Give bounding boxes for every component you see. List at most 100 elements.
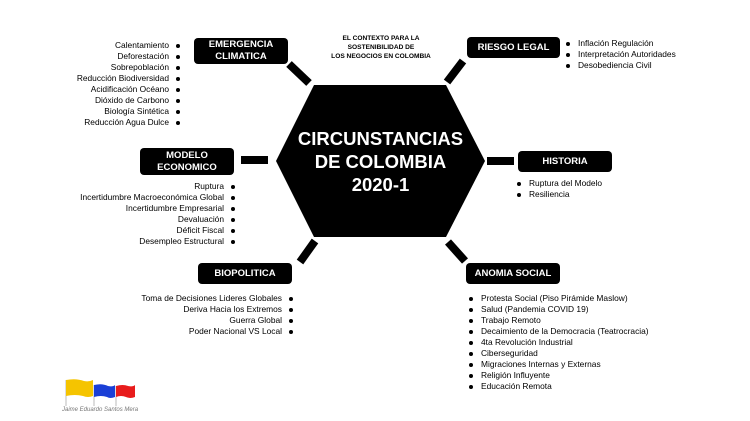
connector-riesgo (443, 58, 467, 85)
bullet-icon (176, 76, 180, 81)
modelo-list: Ruptura Incertidumbre Macroeconómica Glo… (80, 181, 235, 247)
node-biopolitica: BIOPOLITICA (198, 263, 292, 284)
node-title-line: ECONOMICO (157, 161, 217, 173)
list-item: Educación Remota (469, 381, 649, 392)
connector-biopolitica (296, 238, 319, 265)
list-item: Acidificación Océano (77, 84, 180, 95)
bullet-icon (176, 98, 180, 103)
list-item: Calentamiento (77, 40, 180, 51)
node-riesgo-legal: RIESGO LEGAL (467, 37, 560, 58)
center-title: CIRCUNSTANCIAS DE COLOMBIA 2020-1 (276, 85, 485, 237)
list-item: Déficit Fiscal (80, 225, 235, 236)
connector-emergencia (286, 61, 312, 86)
bullet-icon (176, 54, 180, 59)
node-historia: HISTORIA (518, 151, 612, 172)
flags-logo-icon (65, 379, 135, 406)
bullet-icon (469, 384, 473, 389)
connector-anomia (445, 239, 468, 264)
riesgo-list: Inflación Regulación Interpretación Auto… (566, 38, 676, 71)
center-title-line: DE COLOMBIA (314, 150, 447, 172)
node-title-line: RIESGO LEGAL (477, 41, 550, 53)
bullet-icon (469, 296, 473, 301)
diagram-subtitle: EL CONTEXTO PARA LA SOSTENIBILIDAD DE LO… (320, 34, 442, 61)
bullet-icon (469, 373, 473, 378)
list-item: Deriva Hacia los Extremos (141, 304, 293, 315)
bullet-icon (176, 87, 180, 92)
list-item: Inflación Regulación (566, 38, 676, 49)
bullet-icon (176, 43, 180, 48)
list-item: Deforestación (77, 51, 180, 62)
center-title-line: CIRCUNSTANCIAS (297, 127, 464, 149)
list-item: Toma de Decisiones Lideres Globales (141, 293, 293, 304)
bullet-icon (289, 329, 293, 334)
list-item: Dióxido de Carbono (77, 95, 180, 106)
list-item: Resiliencia (517, 189, 602, 200)
bullet-icon (231, 184, 235, 189)
node-anomia-social: ANOMIA SOCIAL (466, 263, 560, 284)
bullet-icon (566, 63, 570, 68)
list-item: Decaimiento de la Democracia (Teatrocrac… (469, 326, 649, 337)
node-title-line: EMERGENCIA (208, 39, 274, 50)
bullet-icon (469, 340, 473, 345)
biopolitica-list: Toma de Decisiones Lideres Globales Deri… (141, 293, 293, 337)
bullet-icon (289, 318, 293, 323)
list-item: Devaluación (80, 214, 235, 225)
logo-caption: Jaime Eduardo Santos Mera (62, 407, 139, 413)
list-item: Ciberseguridad (469, 348, 649, 359)
emergencia-list: Calentamiento Deforestación Sobrepoblaci… (77, 40, 180, 128)
node-title-line: MODELO (166, 149, 208, 161)
list-item: Ruptura (80, 181, 235, 192)
bullet-icon (566, 52, 570, 57)
bullet-icon (231, 228, 235, 233)
bullet-icon (231, 195, 235, 200)
list-item: 4ta Revolución Industrial (469, 337, 649, 348)
historia-list: Ruptura del Modelo Resiliencia (517, 178, 602, 200)
bullet-icon (566, 41, 570, 46)
list-item: Biología Sintética (77, 106, 180, 117)
bullet-icon (231, 239, 235, 244)
list-item: Sobrepoblación (77, 62, 180, 73)
bullet-icon (289, 296, 293, 301)
subtitle-line: EL CONTEXTO PARA LA (342, 35, 420, 42)
bullet-icon (176, 109, 180, 114)
connector-historia (487, 157, 514, 165)
list-item: Ruptura del Modelo (517, 178, 602, 189)
bullet-icon (469, 362, 473, 367)
node-title-line: BIOPOLITICA (214, 267, 276, 279)
list-item: Protesta Social (Piso Pirámide Maslow) (469, 293, 649, 304)
connector-modelo (241, 156, 268, 164)
bullet-icon (176, 65, 180, 70)
bullet-icon (469, 329, 473, 334)
list-item: Incertidumbre Empresarial (80, 203, 235, 214)
node-emergencia-climatica: EMERGENCIA CLIMATICA (194, 38, 288, 64)
node-title-line: HISTORIA (542, 155, 588, 167)
node-modelo-economico: MODELO ECONOMICO (140, 148, 234, 175)
list-item: Desobediencia Civil (566, 60, 676, 71)
list-item: Migraciones Internas y Externas (469, 359, 649, 370)
bullet-icon (469, 307, 473, 312)
list-item: Trabajo Remoto (469, 315, 649, 326)
bullet-icon (289, 307, 293, 312)
node-title-line: CLIMATICA (215, 51, 267, 62)
list-item: Guerra Global (141, 315, 293, 326)
node-title-line: ANOMIA SOCIAL (474, 267, 552, 279)
list-item: Interpretación Autoridades (566, 49, 676, 60)
list-item: Incertidumbre Macroeconómica Global (80, 192, 235, 203)
list-item: Salud (Pandemia COVID 19) (469, 304, 649, 315)
list-item: Poder Nacional VS Local (141, 326, 293, 337)
bullet-icon (469, 318, 473, 323)
bullet-icon (231, 217, 235, 222)
subtitle-line: LOS NEGOCIOS EN COLOMBIA (331, 53, 431, 60)
bullet-icon (517, 192, 521, 197)
center-title-line: 2020-1 (351, 173, 410, 195)
list-item: Desempleo Estructural (80, 236, 235, 247)
bullet-icon (231, 206, 235, 211)
anomia-list: Protesta Social (Piso Pirámide Maslow) S… (469, 293, 649, 392)
list-item: Religión Influyente (469, 370, 649, 381)
bullet-icon (517, 181, 521, 186)
center-hexagon (276, 85, 485, 237)
bullet-icon (176, 120, 180, 125)
list-item: Reducción Agua Dulce (77, 117, 180, 128)
subtitle-line: SOSTENIBILIDAD DE (347, 44, 415, 51)
bullet-icon (469, 351, 473, 356)
